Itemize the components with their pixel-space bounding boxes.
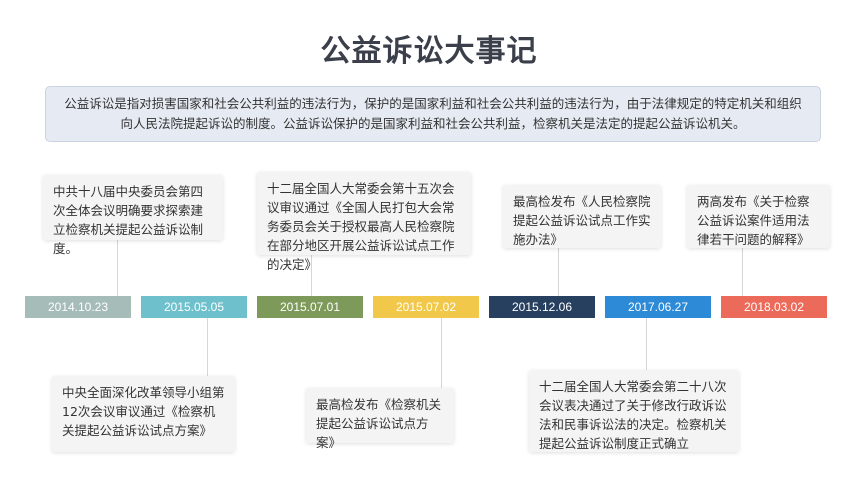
connector-4 (441, 318, 442, 388)
event-card-3: 十二届全国人大常委会第十五次会议审议通过《全国人民打包大会常务委员会关于授权最高… (257, 172, 471, 272)
connector-2 (207, 318, 208, 376)
date-bar-1: 2014.10.23 (25, 296, 131, 318)
event-card-7: 两高发布《关于检察公益诉讼案件适用法律若干问题的解释》 (687, 185, 830, 248)
event-card-6: 十二届全国人大常委会第二十八次会议表决通过了关于修改行政诉讼法和民事诉讼法的决定… (529, 370, 739, 452)
date-bar-5: 2015.12.06 (489, 296, 595, 318)
date-bar-3: 2015.07.01 (257, 296, 363, 318)
connector-3 (311, 255, 312, 296)
page-title: 公益诉讼大事记 (320, 34, 538, 69)
date-bar-6: 2017.06.27 (605, 296, 711, 318)
connector-1 (117, 240, 118, 296)
event-card-1: 中共十八届中央委员会第四次全体会议明确要求探索建立检察机关提起公益诉讼制度。 (43, 175, 223, 256)
event-card-4: 最高检发布《检察机关提起公益诉讼试点方案》 (306, 388, 454, 450)
date-bar-2: 2015.05.05 (141, 296, 247, 318)
intro-box: 公益诉讼是指对损害国家和社会公共利益的违法行为，保护的是国家利益和社会公共利益的… (45, 86, 821, 142)
event-card-5: 最高检发布《人民检察院提起公益诉讼试点工作实施办法》 (503, 185, 661, 248)
connector-7 (742, 248, 743, 296)
date-bar-4: 2015.07.02 (373, 296, 479, 318)
date-bar-7: 2018.03.02 (721, 296, 827, 318)
connector-5 (558, 248, 559, 296)
event-card-2: 中央全面深化改革领导小组第12次会议审议通过《检察机关提起公益诉讼试点方案》 (52, 376, 235, 452)
connector-6 (646, 318, 647, 370)
